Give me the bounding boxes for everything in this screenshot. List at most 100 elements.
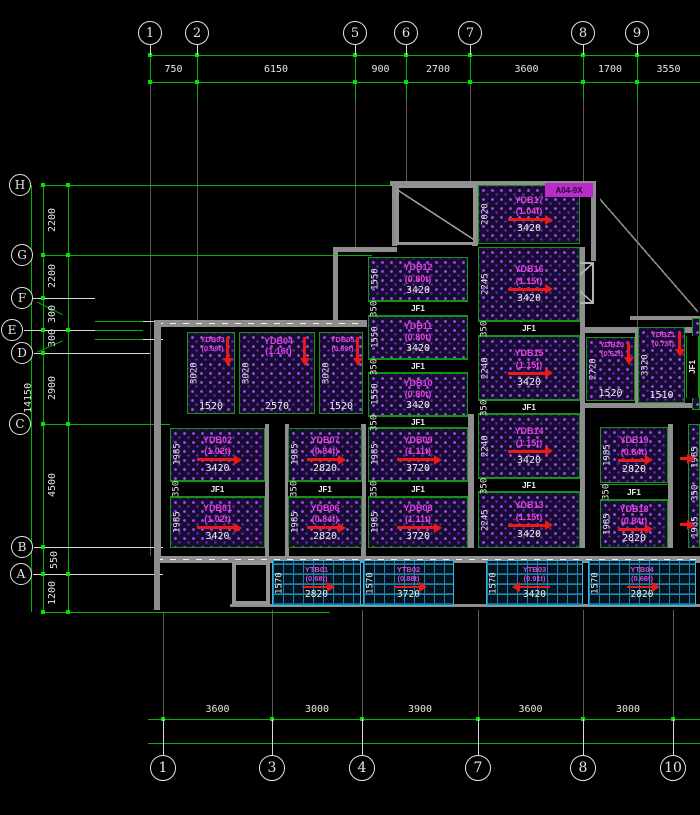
strip-jf1: 350 JF1 <box>600 484 668 500</box>
slab-span-dim: 3420 <box>405 400 431 412</box>
span-arrow-icon <box>680 519 695 530</box>
grid-line-row <box>33 574 163 575</box>
slab-ydb21: 3320 YDB21 (0.75t) 1510 <box>638 327 685 403</box>
slab-name: YDB13 <box>514 500 544 511</box>
slab-name: YDB09 <box>403 434 433 445</box>
wall <box>468 414 474 548</box>
dim-tick <box>581 53 585 57</box>
span-arrow-icon <box>508 214 553 225</box>
dim-line <box>148 719 700 720</box>
wall <box>635 327 640 403</box>
slab-name: YTB04 <box>630 564 654 574</box>
slab-name: YDB21 <box>650 330 676 339</box>
grid-bubble-bottom: 1 <box>150 755 176 781</box>
slab-label-stack: YDB19 (0.84t) 2820 <box>601 428 667 482</box>
slab-ydb18: 1985 YDB18 (0.84t) 2820 <box>600 500 668 548</box>
slab-label-stack: YDB03 (0.69t) <box>199 335 226 353</box>
slab-load: (1.02t) <box>204 514 231 524</box>
grid-bubble-top: 6 <box>394 21 418 45</box>
wall <box>333 247 397 252</box>
dim-line <box>31 185 32 612</box>
dim-label: 4500 <box>47 472 58 498</box>
slab-name: YDB08 <box>403 502 433 513</box>
dim-tick <box>468 53 472 57</box>
grid-bubble-left: F <box>11 287 33 309</box>
slab-span-dim: 3420 <box>516 376 542 388</box>
slab-ydb20: 2720 YDB20 (0.62t) 1520 <box>586 337 635 401</box>
slab-label-stack: YDB02 (1.02t) 3420 <box>171 429 264 480</box>
slab-label-stack: YDB17 (1.04t) 3420 <box>479 186 579 243</box>
bubble-stem <box>583 719 584 755</box>
dim-tick <box>404 53 408 57</box>
slab-name: YDB07 <box>310 434 340 445</box>
grid-line-row <box>34 353 150 354</box>
slab-ydb14: 2240 YDB14 (1.15t) 3420 <box>478 414 580 478</box>
grid-bubble-bottom: 7 <box>465 755 491 781</box>
highlighted-text-tag: A04-9X <box>545 183 593 197</box>
wall <box>333 247 338 325</box>
slab-ydb08: 1985 YDB08 (1.11t) 3720 <box>368 497 468 548</box>
slab-name: YDB12 <box>403 262 433 273</box>
slab-label-stack: YTB04 (0.66t) 2820 <box>589 561 695 605</box>
span-arrow-icon <box>674 332 685 357</box>
wall <box>154 556 160 610</box>
wall <box>155 320 367 327</box>
slab-load: (1.04t) <box>515 206 543 216</box>
dim-connector <box>197 55 198 100</box>
dim-tick <box>635 53 639 57</box>
slab-load: (1.16t) <box>265 346 292 357</box>
dim-tick <box>41 328 45 332</box>
span-arrow-icon <box>618 524 653 535</box>
slab-ydb07: 1985 YDB07 (0.84t) 2820 <box>288 428 362 481</box>
slab-span-dim: 3420 <box>516 292 542 304</box>
grid-bubble-top: 8 <box>571 21 595 45</box>
dim-label: 300 <box>47 328 58 348</box>
grid-line-row <box>95 321 143 322</box>
strip-label: JF1 <box>411 484 425 494</box>
span-arrow-icon <box>307 454 346 465</box>
strip-jf1: 350 JF1 <box>478 321 580 337</box>
slab-label-stack: YDB16 (1.15t) 3420 <box>479 248 579 320</box>
grid-line-row <box>34 547 163 548</box>
slab-label-stack: YDB21 (0.75t) <box>650 330 676 348</box>
dim-line <box>148 743 700 744</box>
slab-label-stack: YTB01 (0.68t) 2820 <box>273 561 360 605</box>
span-arrow-icon <box>301 582 335 593</box>
slab-ydb12: 1550 YDB12 (0.80t) 3420 <box>368 257 468 301</box>
dim-tick <box>635 80 639 84</box>
grid-line-row <box>43 612 330 613</box>
slab-span-dim: 3720 <box>397 588 420 600</box>
slab-name: YDB17 <box>514 194 544 205</box>
dim-line <box>148 82 700 83</box>
strip-jf1: 350 JF1 <box>368 481 468 497</box>
slab-span-dim: 3420 <box>205 463 230 475</box>
grid-line-row <box>95 330 143 331</box>
bubble-stem <box>470 45 471 55</box>
strip-label: JF1 <box>522 324 536 333</box>
span-arrow-icon <box>393 582 427 593</box>
slab-name: YTB02 <box>396 564 421 574</box>
dim-tick <box>353 53 357 57</box>
bubble-stem <box>355 45 356 55</box>
strip-depth-dim: 350 <box>479 320 490 338</box>
span-arrow-icon <box>352 337 363 366</box>
dim-tick <box>66 572 70 576</box>
dim-tick <box>41 296 45 300</box>
slab-label-stack: YTB03 (0.91t) 3420 <box>487 561 582 605</box>
dim-connector <box>406 55 407 100</box>
slab-ydb16: 2245 YDB16 (1.15t) 3420 <box>478 247 580 321</box>
dim-label: 3900 <box>407 704 433 715</box>
slab-load: (0.80t) <box>404 332 432 342</box>
grid-line <box>583 82 584 183</box>
strip-depth-dim: 350 <box>369 358 380 376</box>
slab-load: (1.15t) <box>515 511 543 522</box>
slab-load: (0.91t) <box>523 574 546 584</box>
dim-tick <box>41 183 45 187</box>
slab-label-stack: YDB11 (0.80t) 3420 <box>369 317 467 358</box>
dim-tick <box>66 328 70 332</box>
span-arrow-icon <box>196 522 242 533</box>
strip-jf1-vertical: JF1 <box>686 336 699 398</box>
slab-load: (0.62t) <box>600 348 624 358</box>
grid-line <box>150 82 151 556</box>
